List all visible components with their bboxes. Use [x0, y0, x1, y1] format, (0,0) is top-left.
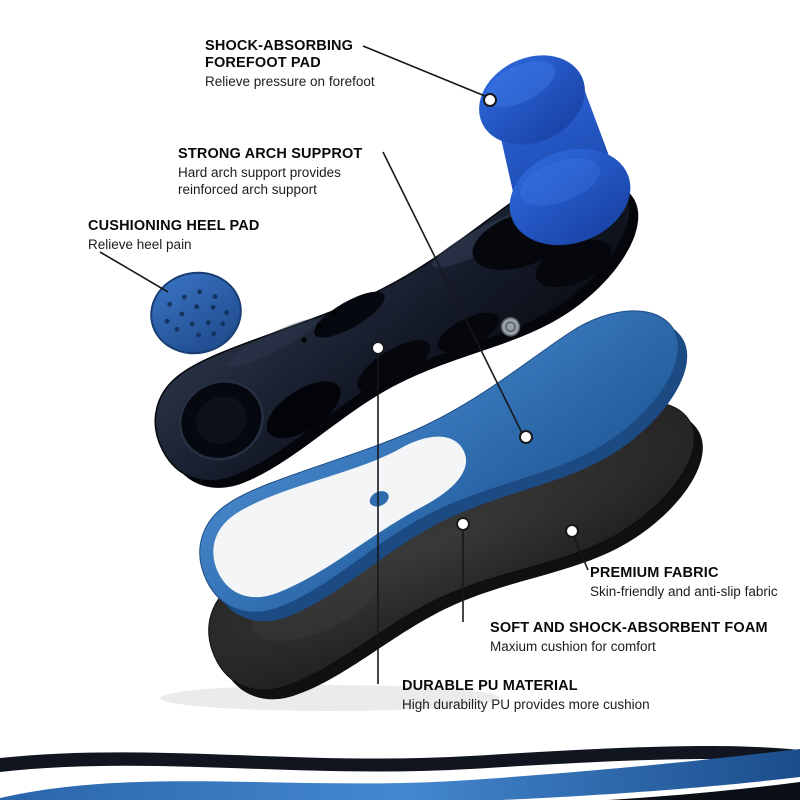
callout-foam-title: SOFT AND SHOCK-ABSORBENT FOAM — [490, 620, 768, 636]
forefoot-pad — [479, 55, 631, 246]
callout-heel: CUSHIONING HEEL PAD Relieve heel pain — [88, 218, 260, 254]
callout-fabric-desc: Skin-friendly and anti-slip fabric — [590, 584, 778, 599]
fabric-blue-dot — [369, 491, 389, 507]
arch-marker — [519, 430, 533, 444]
foam-marker — [456, 517, 470, 531]
callout-heel-desc: Relieve heel pain — [88, 237, 192, 252]
callout-fabric: PREMIUM FABRIC Skin-friendly and anti-sl… — [590, 565, 778, 601]
callout-pu-desc: High durability PU provides more cushion — [402, 697, 650, 712]
callout-foam-desc: Maxium cushion for comfort — [490, 639, 656, 654]
pu-marker — [371, 341, 385, 355]
fabric-leader-line — [573, 536, 589, 571]
callout-arch: STRONG ARCH SUPPROT Hard arch support pr… — [178, 146, 362, 198]
fabric-patch — [213, 436, 467, 598]
logo-button-icon — [500, 317, 521, 337]
fabric-marker — [565, 524, 579, 538]
callout-pu: DURABLE PU MATERIAL High durability PU p… — [402, 678, 650, 714]
callout-arch-desc-line1: Hard arch support provides — [178, 165, 341, 180]
callout-arch-title: STRONG ARCH SUPPROT — [178, 146, 363, 162]
arch-leader-line — [382, 151, 523, 434]
heel-leader-line — [99, 251, 169, 293]
callout-forefoot-title-line1: SHOCK-ABSORBING — [205, 38, 354, 54]
callout-forefoot: SHOCK-ABSORBING FOREFOOT PAD Relieve pre… — [205, 38, 375, 91]
callout-foam: SOFT AND SHOCK-ABSORBENT FOAM Maxium cus… — [490, 620, 768, 656]
hard-shell-layer — [154, 172, 639, 488]
heel-pad — [150, 271, 242, 355]
callout-markers — [371, 93, 579, 538]
bottom-wave — [0, 745, 800, 800]
callout-fabric-title: PREMIUM FABRIC — [590, 565, 719, 581]
blue-foam-layer — [199, 310, 688, 622]
callout-arch-desc-line2: reinforced arch support — [178, 181, 317, 197]
callout-forefoot-title-line2: FOREFOOT PAD — [205, 55, 321, 71]
forefoot-leader-line — [362, 45, 486, 97]
callout-lines — [99, 45, 589, 684]
callout-heel-title: CUSHIONING HEEL PAD — [88, 218, 260, 234]
callout-pu-title: DURABLE PU MATERIAL — [402, 678, 578, 694]
forefoot-marker — [483, 93, 497, 107]
callout-forefoot-desc: Relieve pressure on forefoot — [205, 74, 375, 89]
